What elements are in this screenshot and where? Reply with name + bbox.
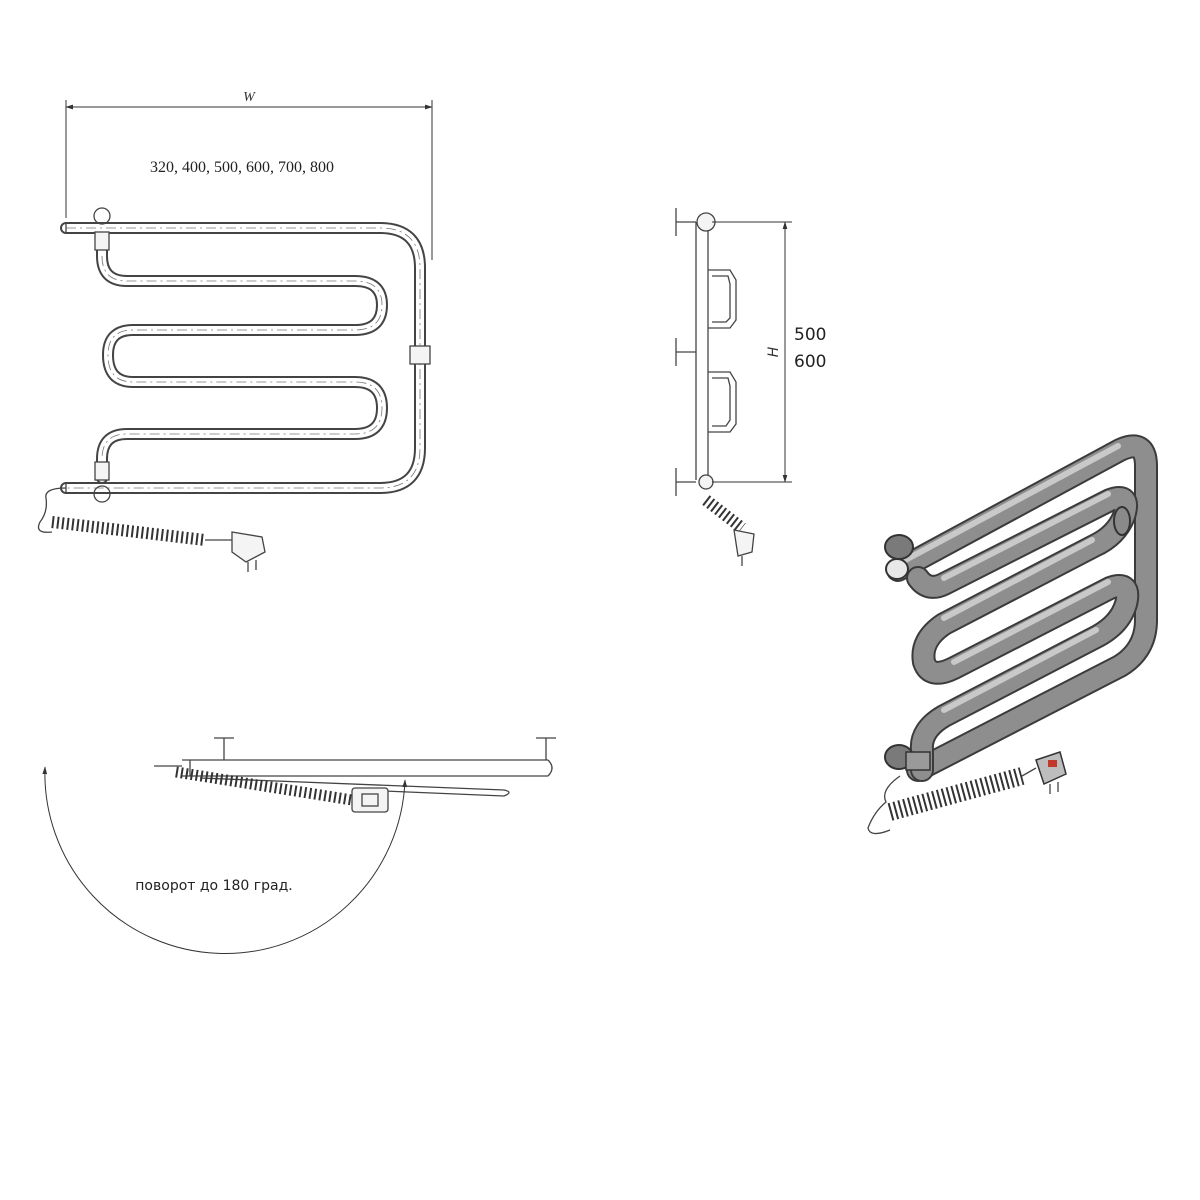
front-view: W 320, 400, 500, 600, 700, 800 (37, 90, 433, 572)
rotation-arc: поворот до 180 град. (42, 766, 408, 955)
switch-indicator (1048, 760, 1057, 767)
isometric-view (867, 434, 1158, 835)
top-power-cord (175, 766, 389, 813)
rotation-note: поворот до 180 град. (135, 878, 292, 894)
front-power-cord (37, 487, 266, 572)
width-symbol: W (243, 90, 256, 105)
side-towel-rail (675, 208, 737, 496)
iso-power-cord (867, 751, 1067, 835)
height-value-600: 600 (794, 352, 826, 372)
width-dimension: W 320, 400, 500, 600, 700, 800 (65, 90, 433, 260)
height-dimension: H 500 600 (712, 221, 826, 483)
top-view: поворот до 180 град. (42, 737, 556, 955)
width-values: 320, 400, 500, 600, 700, 800 (150, 159, 334, 176)
height-value-500: 500 (794, 325, 826, 345)
side-power-cord (702, 495, 755, 566)
front-towel-rail (60, 207, 431, 503)
side-view: H 500 600 (675, 208, 826, 566)
top-towel-rail (154, 737, 556, 797)
height-symbol: H (766, 346, 782, 357)
iso-towel-rail (884, 434, 1158, 782)
